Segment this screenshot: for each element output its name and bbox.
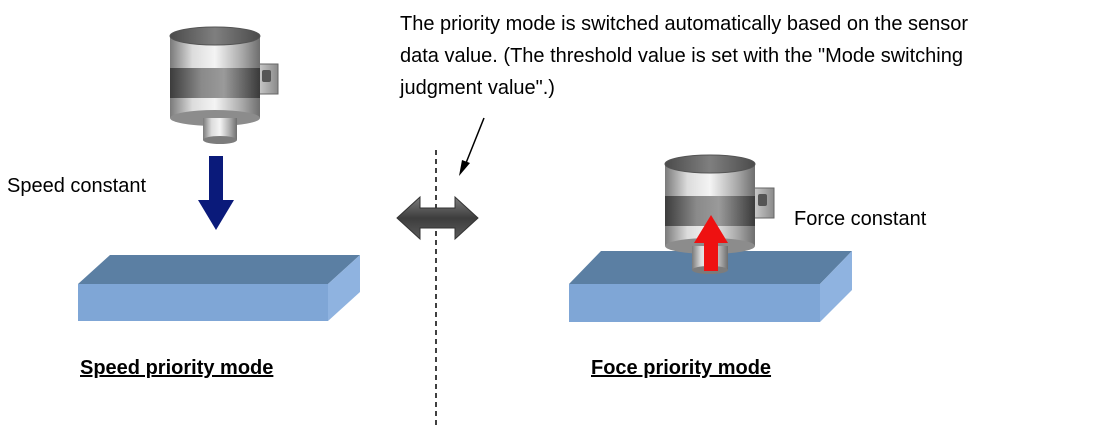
force-constant-label: Force constant (794, 208, 927, 230)
pointer-arrowhead (459, 160, 470, 176)
pointer-line (465, 117, 485, 164)
note-line-3: judgment value".) (400, 77, 555, 99)
note-line-1: The priority mode is switched automatica… (400, 13, 969, 35)
speed-priority-mode-title: Speed priority mode (80, 357, 274, 379)
speed-constant-label: Speed constant (7, 175, 146, 197)
force-arrow (694, 215, 728, 271)
double-arrow-icon (396, 195, 479, 241)
workpiece-plate-left (78, 255, 360, 321)
speed-arrow (198, 156, 234, 230)
force-priority-mode-title: Foce priority mode (591, 357, 772, 379)
mode-switch-note: The priority mode is switched automatica… (400, 8, 1090, 104)
sensor-icon-left (169, 26, 279, 144)
note-line-2: data value. (The threshold value is set … (400, 45, 963, 67)
